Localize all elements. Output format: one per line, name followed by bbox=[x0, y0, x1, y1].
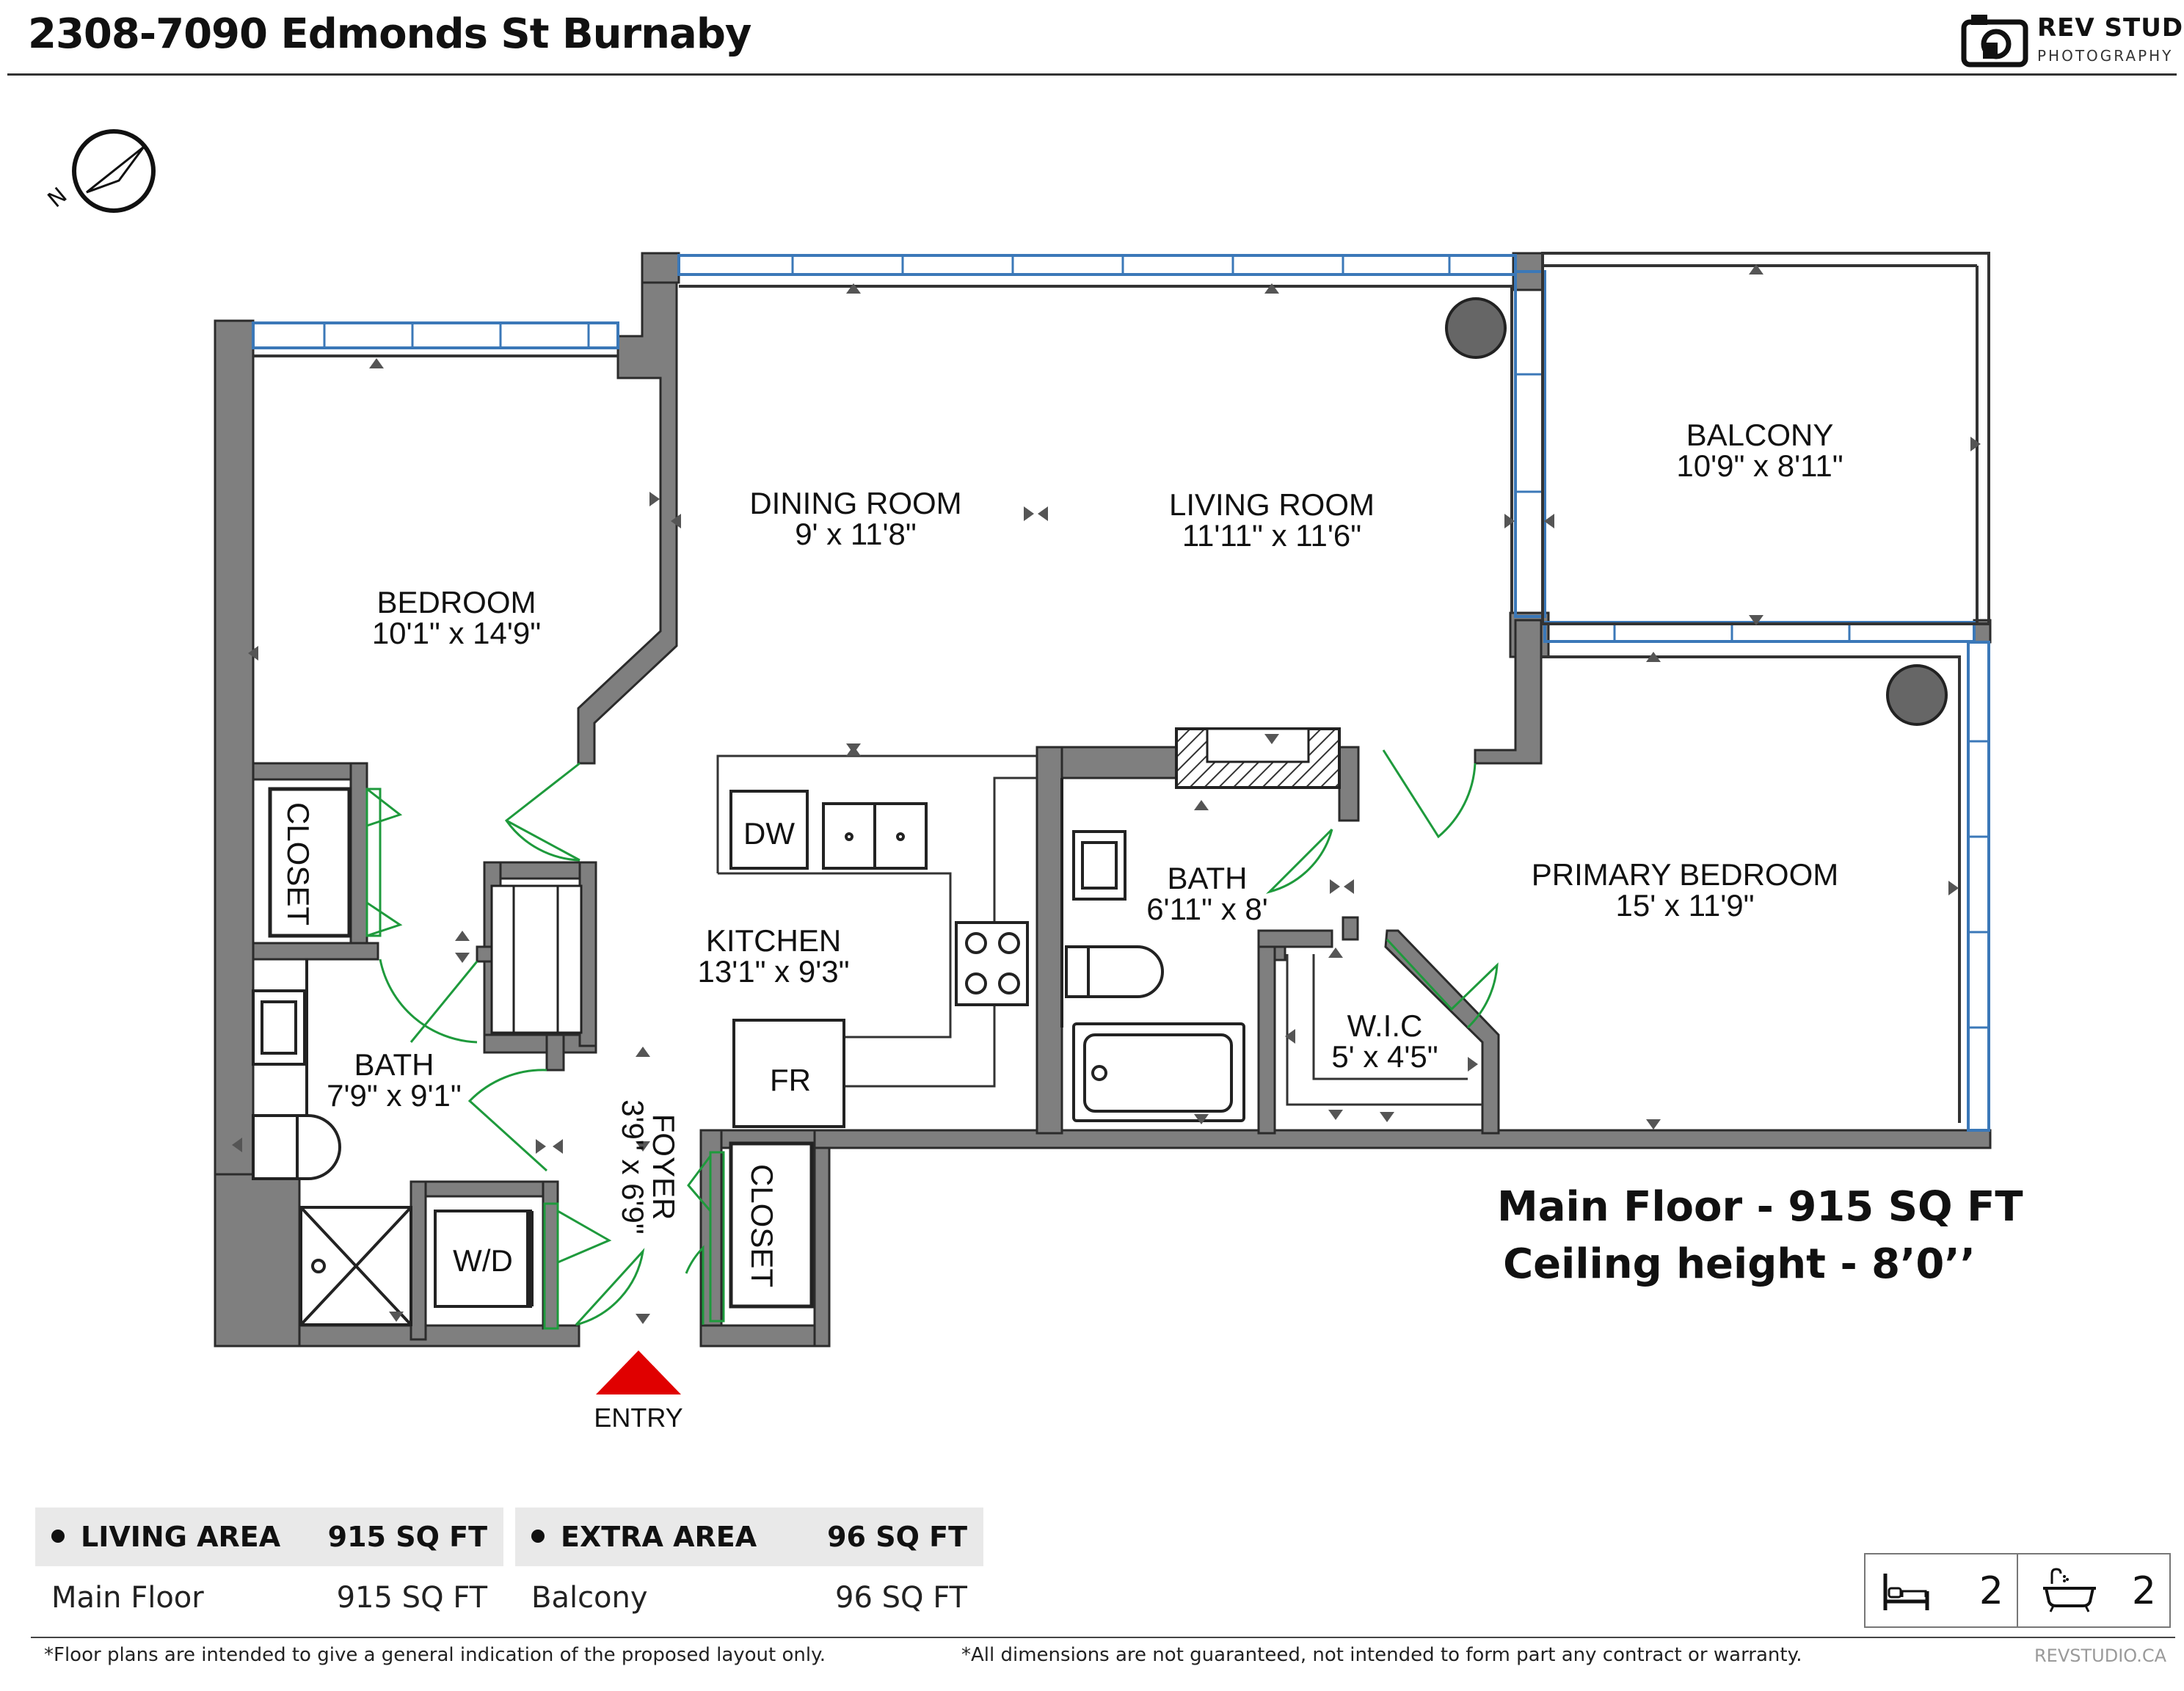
fridge bbox=[732, 1019, 845, 1128]
bath1-size: 7'9" x 9'1" bbox=[327, 1078, 462, 1113]
disclaimer-dimensions: *All dimensions are not guaranteed, not … bbox=[961, 1644, 1802, 1666]
bath2-size: 6'11" x 8' bbox=[1146, 892, 1268, 926]
bed-count: 2 bbox=[1979, 1569, 2003, 1613]
dining-room-size: 9' x 11'8" bbox=[795, 517, 917, 551]
extra-area-header: EXTRA AREA 96 SQ FT bbox=[515, 1508, 983, 1566]
bed-bath-counts: 2 2 bbox=[1864, 1553, 2171, 1628]
closet-entry-label: CLOSET bbox=[745, 1164, 779, 1287]
bath2-name: BATH bbox=[1168, 861, 1248, 895]
washer-dryer-label: W/D bbox=[453, 1243, 513, 1278]
living-area-header: LIVING AREA 915 SQ FT bbox=[35, 1508, 503, 1566]
fireplace-icon bbox=[1175, 727, 1341, 789]
compass-icon: N bbox=[43, 129, 156, 213]
wic-size: 5' x 4'5" bbox=[1331, 1039, 1438, 1074]
dishwasher bbox=[729, 790, 809, 870]
structural-column bbox=[1886, 664, 1948, 726]
bed-icon bbox=[1883, 1574, 1929, 1610]
kitchen-size: 13'1" x 9'3" bbox=[698, 954, 850, 989]
closet-entry bbox=[729, 1141, 814, 1309]
brand-logo: REV STUDIO PHOTOGRAPHY bbox=[1961, 10, 2184, 69]
interior-outlines bbox=[253, 285, 1961, 1123]
doors[interactable] bbox=[365, 749, 1499, 1330]
bedroom-name: BEDROOM bbox=[376, 585, 536, 619]
footer-website: REVSTUDIO.CA bbox=[2034, 1645, 2166, 1666]
bath1-fixtures bbox=[252, 959, 412, 1326]
closet-left-label: CLOSET bbox=[281, 802, 316, 925]
bathtub-icon bbox=[2043, 1568, 2096, 1612]
camera-icon bbox=[1961, 15, 2028, 68]
extra-area-label: EXTRA AREA bbox=[561, 1521, 757, 1553]
extra-area-row-value: 96 SQ FT bbox=[835, 1581, 967, 1615]
bath-count: 2 bbox=[2131, 1569, 2156, 1613]
bed-count-cell: 2 bbox=[1866, 1554, 2017, 1626]
compass-north-label: N bbox=[43, 183, 73, 213]
bath2-fixtures bbox=[1060, 778, 1245, 1122]
entry-arrow-icon bbox=[596, 1350, 681, 1394]
living-area-row-value: 915 SQ FT bbox=[336, 1581, 487, 1615]
bedroom-size: 10'1" x 14'9" bbox=[372, 616, 541, 650]
bullet-icon bbox=[531, 1529, 545, 1543]
living-area-table: LIVING AREA 915 SQ FT Main Floor 915 SQ … bbox=[35, 1508, 503, 1615]
kitchen-sink-icon bbox=[822, 802, 928, 870]
balcony-name: BALCONY bbox=[1686, 418, 1834, 452]
foyer-name: FOYER bbox=[647, 1114, 681, 1221]
living-area-total: 915 SQ FT bbox=[327, 1521, 487, 1553]
living-area-label: LIVING AREA bbox=[81, 1521, 281, 1553]
wic-shelving bbox=[1286, 954, 1482, 1106]
extra-area-row-name: Balcony bbox=[531, 1581, 648, 1615]
structural-column bbox=[1445, 297, 1507, 359]
living-room-size: 11'11" x 11'6" bbox=[1182, 518, 1361, 553]
footer-divider bbox=[31, 1637, 2175, 1638]
extra-area-total: 96 SQ FT bbox=[827, 1521, 967, 1553]
dimension-markers bbox=[232, 264, 1981, 1324]
closet-left bbox=[268, 787, 352, 938]
living-room-name: LIVING ROOM bbox=[1169, 487, 1375, 522]
wic-name: W.I.C bbox=[1347, 1008, 1423, 1043]
brand-name: REV STUDIO bbox=[2037, 13, 2184, 43]
page-title: 2308-7090 Edmonds St Burnaby bbox=[28, 10, 751, 58]
window-mullions bbox=[323, 255, 1989, 1029]
entry-label: ENTRY bbox=[594, 1403, 682, 1433]
washer-dryer bbox=[434, 1210, 534, 1308]
living-area-row-name: Main Floor bbox=[51, 1581, 204, 1615]
floor-summary-area: Main Floor - 915 SQ FT bbox=[1497, 1183, 2023, 1231]
dishwasher-label: DW bbox=[743, 816, 795, 851]
primary-bedroom-size: 15' x 11'9" bbox=[1616, 888, 1755, 923]
balcony-size: 10'9" x 8'11" bbox=[1676, 448, 1843, 483]
foyer-bench bbox=[490, 884, 583, 1034]
kitchen-name: KITCHEN bbox=[706, 923, 841, 958]
bullet-icon bbox=[51, 1529, 65, 1543]
fridge-label: FR bbox=[770, 1063, 811, 1097]
brand-subtitle: PHOTOGRAPHY bbox=[2037, 47, 2174, 65]
floor-summary-ceiling: Ceiling height - 8’0’’ bbox=[1503, 1240, 1976, 1288]
header-divider bbox=[7, 73, 2177, 76]
windows bbox=[252, 254, 1990, 1132]
cooktop-icon bbox=[955, 921, 1029, 1006]
bath-count-cell: 2 bbox=[2017, 1554, 2169, 1626]
primary-bedroom-name: PRIMARY BEDROOM bbox=[1532, 857, 1839, 892]
dining-room-name: DINING ROOM bbox=[749, 486, 961, 520]
bath1-name: BATH bbox=[354, 1047, 434, 1082]
disclaimer-layout: *Floor plans are intended to give a gene… bbox=[44, 1644, 826, 1666]
extra-area-table: EXTRA AREA 96 SQ FT Balcony 96 SQ FT bbox=[515, 1508, 983, 1615]
foyer-size: 3'9" x 6'9" bbox=[616, 1099, 650, 1234]
